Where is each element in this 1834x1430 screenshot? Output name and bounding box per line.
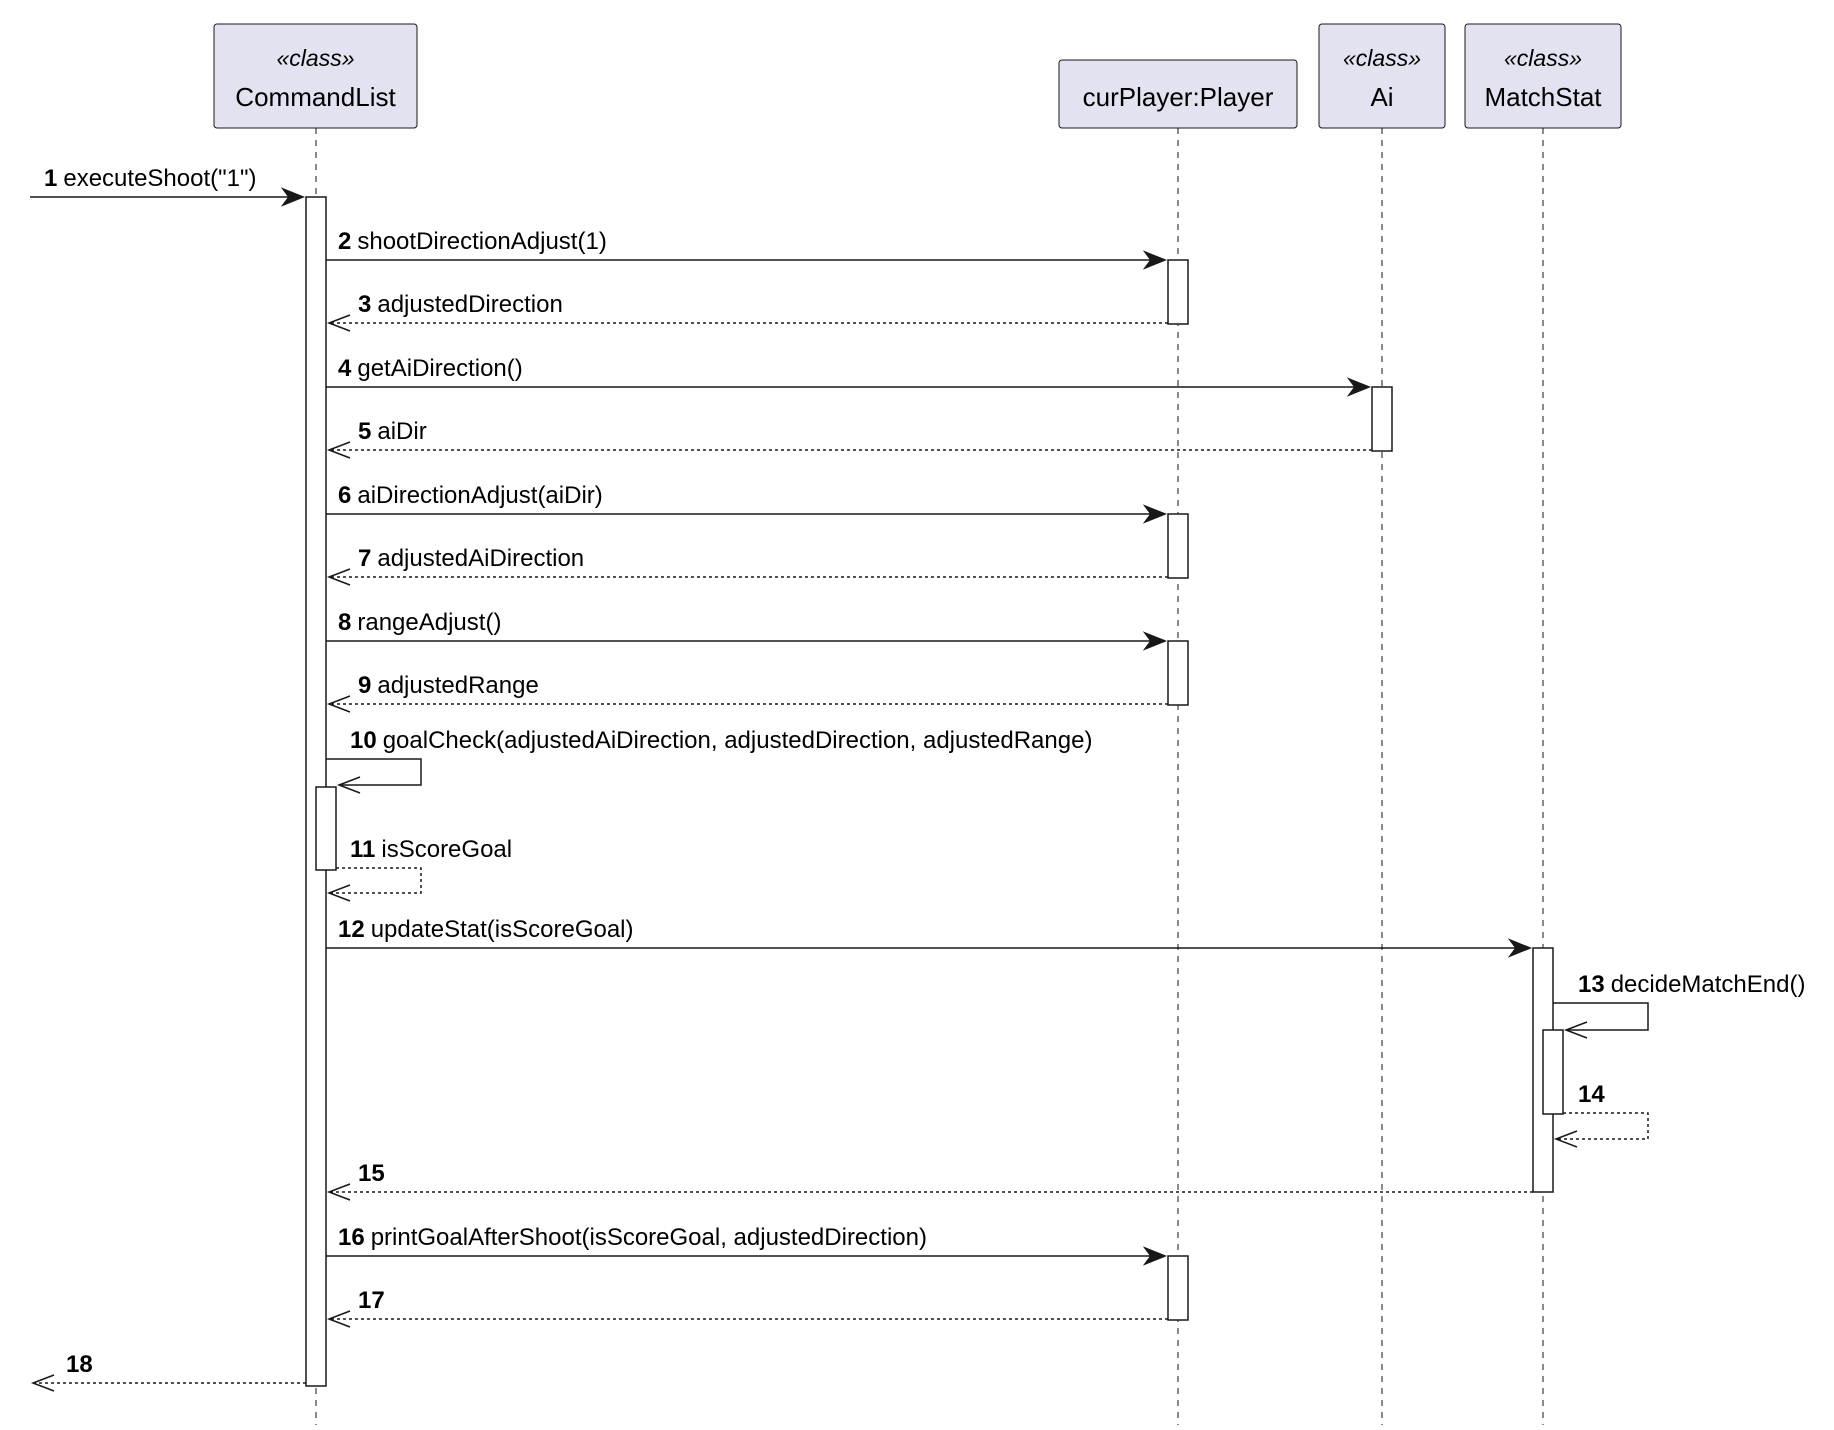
message-number: 3 bbox=[358, 291, 371, 318]
message-number: 1 bbox=[44, 165, 57, 192]
participant-name: MatchStat bbox=[1484, 82, 1602, 112]
message-number: 13 bbox=[1578, 971, 1605, 998]
participant-stereotype: «class» bbox=[277, 45, 355, 71]
activation-player bbox=[1167, 513, 1189, 579]
message-number: 6 bbox=[338, 482, 351, 509]
participant-name: Ai bbox=[1370, 82, 1393, 112]
message-label: adjustedRange bbox=[377, 672, 538, 699]
svg-text:17: 17 bbox=[358, 1287, 385, 1314]
message-number: 14 bbox=[1578, 1081, 1605, 1108]
participant-matchstat: «class» MatchStat bbox=[1464, 23, 1622, 129]
svg-text:18: 18 bbox=[66, 1351, 93, 1378]
participant-stereotype: «class» bbox=[1343, 45, 1421, 71]
message-label: rangeAdjust() bbox=[357, 609, 501, 636]
message-number: 7 bbox=[358, 545, 371, 572]
message-number: 18 bbox=[66, 1351, 93, 1378]
message-number: 10 bbox=[350, 727, 377, 754]
message-label: adjustedAiDirection bbox=[377, 545, 584, 572]
message-number: 11 bbox=[350, 836, 375, 863]
message-label: goalCheck(adjustedAiDirection, adjustedD… bbox=[383, 727, 1093, 754]
participant-name: CommandList bbox=[235, 82, 396, 112]
message-label: decideMatchEnd() bbox=[1611, 971, 1806, 998]
participant-player: curPlayer:Player bbox=[1058, 59, 1298, 129]
message-number: 15 bbox=[358, 1160, 385, 1187]
message-label: shootDirectionAdjust(1) bbox=[357, 228, 606, 255]
message-number: 8 bbox=[338, 609, 351, 636]
activation-player bbox=[1167, 259, 1189, 325]
message-number: 17 bbox=[358, 1287, 385, 1314]
activation-player bbox=[1167, 1255, 1189, 1321]
message-label: updateStat(isScoreGoal) bbox=[371, 916, 634, 943]
message-15: 15 bbox=[326, 1160, 1533, 1201]
message-label: isScoreGoal bbox=[381, 836, 512, 863]
participant-ai: «class» Ai bbox=[1318, 23, 1446, 129]
message-number: 4 bbox=[338, 355, 352, 382]
activation-ai bbox=[1371, 386, 1393, 452]
message-label: aiDir bbox=[377, 418, 426, 445]
message-label: executeShoot("1") bbox=[63, 165, 256, 192]
activation-player bbox=[1167, 640, 1189, 706]
message-number: 5 bbox=[358, 418, 371, 445]
message-number: 16 bbox=[338, 1224, 365, 1251]
activation-commandlist-nested bbox=[315, 786, 337, 871]
participant-commandlist: «class» CommandList bbox=[213, 23, 418, 129]
message-17: 17 bbox=[326, 1287, 1168, 1328]
message-label: aiDirectionAdjust(aiDir) bbox=[357, 482, 602, 509]
activation-matchstat-nested bbox=[1542, 1029, 1564, 1115]
message-number: 9 bbox=[358, 672, 371, 699]
message-number: 12 bbox=[338, 916, 365, 943]
participant-name: curPlayer:Player bbox=[1083, 82, 1274, 112]
message-label: adjustedDirection bbox=[377, 291, 562, 318]
participant-stereotype: «class» bbox=[1504, 45, 1582, 71]
svg-text:14: 14 bbox=[1578, 1081, 1605, 1108]
message-label: printGoalAfterShoot(isScoreGoal, adjuste… bbox=[371, 1224, 927, 1251]
message-18: 18 bbox=[30, 1351, 306, 1392]
message-number: 2 bbox=[338, 228, 351, 255]
svg-text:15: 15 bbox=[358, 1160, 385, 1187]
message-14: 14 bbox=[1553, 1081, 1649, 1148]
message-label: getAiDirection() bbox=[357, 355, 522, 382]
